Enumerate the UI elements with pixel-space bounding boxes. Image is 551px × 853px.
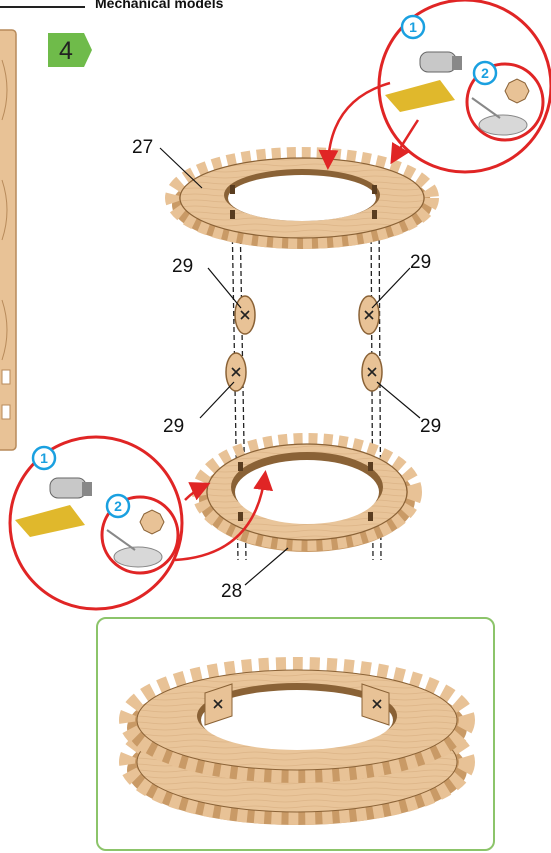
step-number: 4 <box>59 37 73 65</box>
badge-1-top: 1 <box>409 19 417 35</box>
badge-2-bottom: 2 <box>114 498 122 514</box>
label-part-29-upper-right: 29 <box>410 252 431 273</box>
wood-sheet-panel <box>0 30 16 450</box>
gear-28 <box>199 440 415 552</box>
assembled-result-panel <box>97 618 494 850</box>
pin-29-upper-right <box>359 296 379 334</box>
gear-27 <box>172 154 432 249</box>
label-part-29-lower-right: 29 <box>420 416 441 437</box>
label-part-27: 27 <box>132 137 153 158</box>
label-part-29-upper-left: 29 <box>172 256 193 277</box>
glue-callout-bottom: 1 2 <box>10 437 182 609</box>
step-badge: 4 <box>48 33 92 67</box>
label-part-29-lower-left: 29 <box>163 416 184 437</box>
badge-1-bottom: 1 <box>40 450 48 466</box>
glue-callout-top: 1 2 <box>379 0 551 172</box>
label-part-28: 28 <box>221 581 242 602</box>
pin-29-upper-left <box>235 296 255 334</box>
pin-29-lower-right <box>362 353 382 391</box>
pin-29-lower-left <box>226 353 246 391</box>
badge-2-top: 2 <box>481 65 489 81</box>
